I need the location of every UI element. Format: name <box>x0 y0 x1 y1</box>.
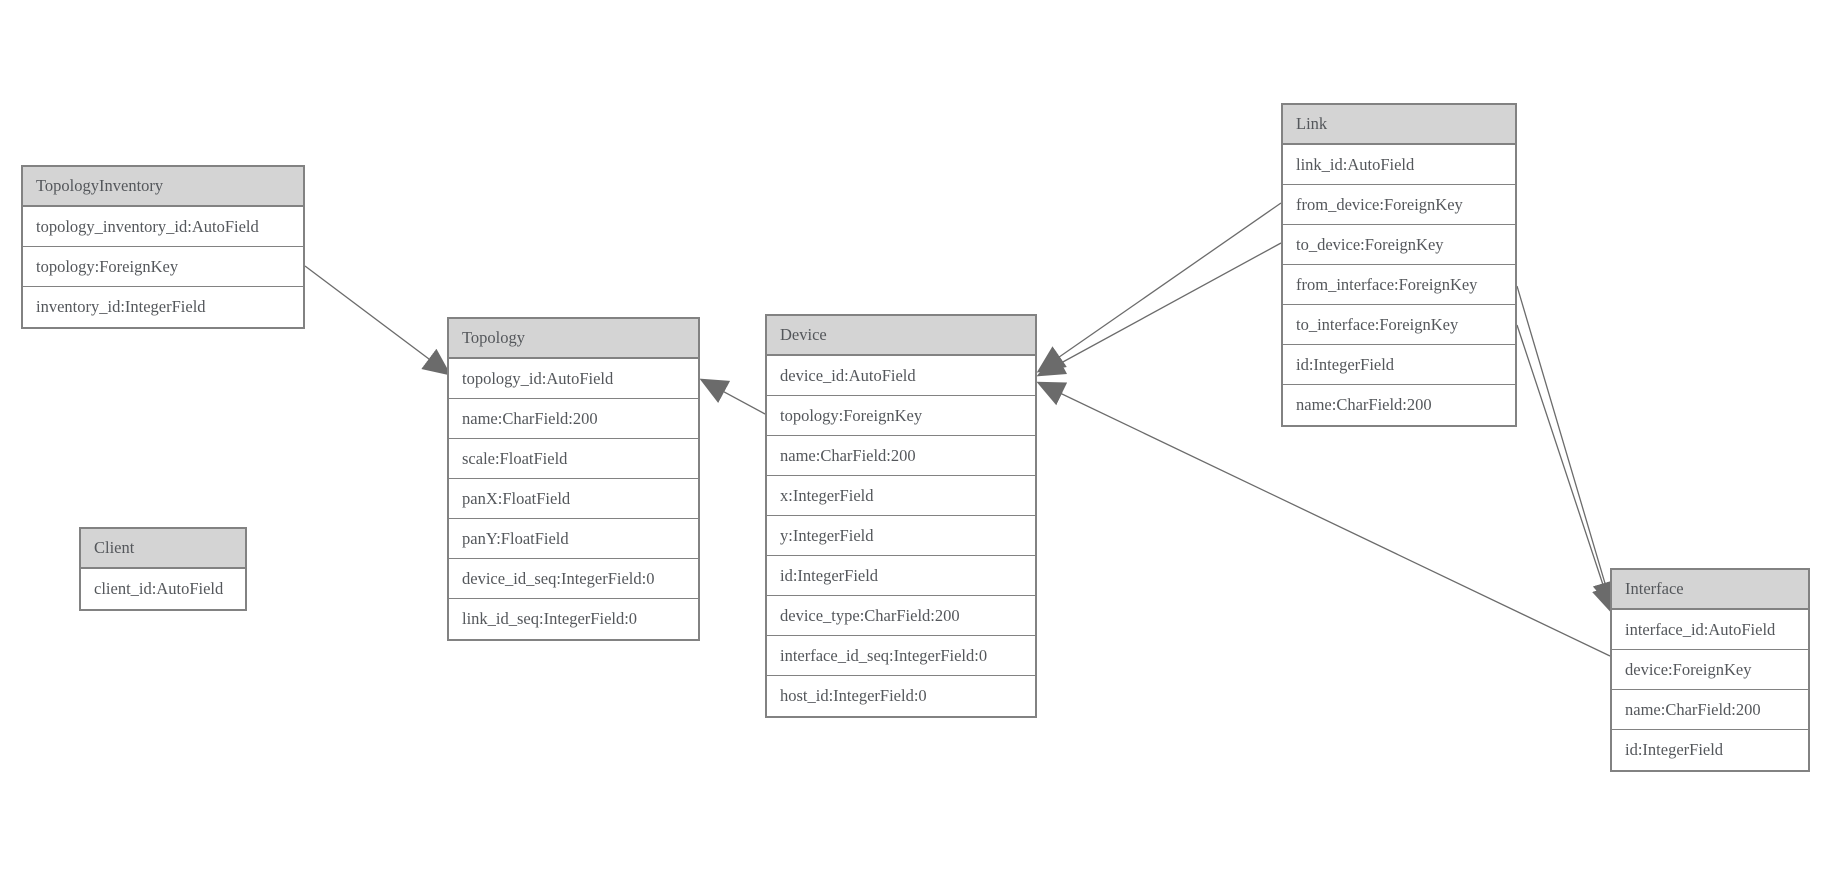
entity-field-row: topology_inventory_id:AutoField <box>23 207 303 247</box>
entity-field-row: from_interface:ForeignKey <box>1283 265 1515 305</box>
entity-field-row: device:ForeignKey <box>1612 650 1808 690</box>
entity-field-row: id:IntegerField <box>1283 345 1515 385</box>
entity-field-row: interface_id_seq:IntegerField:0 <box>767 636 1035 676</box>
entity-title: Topology <box>449 319 698 359</box>
entity-title: TopologyInventory <box>23 167 303 207</box>
entity-field-row: topology:ForeignKey <box>23 247 303 287</box>
entity-field-row: name:CharField:200 <box>449 399 698 439</box>
entity-field-row: name:CharField:200 <box>767 436 1035 476</box>
entity-field-row: name:CharField:200 <box>1612 690 1808 730</box>
entity-field-row: scale:FloatField <box>449 439 698 479</box>
entity-field-row: y:IntegerField <box>767 516 1035 556</box>
entity-field-row: host_id:IntegerField:0 <box>767 676 1035 716</box>
entity-field-row: device_type:CharField:200 <box>767 596 1035 636</box>
entity-field-row: device_id:AutoField <box>767 356 1035 396</box>
entity-field-row: id:IntegerField <box>767 556 1035 596</box>
entity-field-row: to_device:ForeignKey <box>1283 225 1515 265</box>
entity-field-row: interface_id:AutoField <box>1612 610 1808 650</box>
entity-field-row: link_id_seq:IntegerField:0 <box>449 599 698 639</box>
entity-field-row: panX:FloatField <box>449 479 698 519</box>
entity-title: Link <box>1283 105 1515 145</box>
entity-field-row: client_id:AutoField <box>81 569 245 609</box>
entity-title: Client <box>81 529 245 569</box>
entity-field-row: link_id:AutoField <box>1283 145 1515 185</box>
entity-field-row: inventory_id:IntegerField <box>23 287 303 327</box>
entity-field-row: name:CharField:200 <box>1283 385 1515 425</box>
entity-title: Interface <box>1612 570 1808 610</box>
entity-field-row: id:IntegerField <box>1612 730 1808 770</box>
entity-field-row: to_interface:ForeignKey <box>1283 305 1515 345</box>
entity-field-row: from_device:ForeignKey <box>1283 185 1515 225</box>
entity-title: Device <box>767 316 1035 356</box>
entity-field-row: panY:FloatField <box>449 519 698 559</box>
entity-field-row: topology:ForeignKey <box>767 396 1035 436</box>
entity-field-row: device_id_seq:IntegerField:0 <box>449 559 698 599</box>
entity-field-row: x:IntegerField <box>767 476 1035 516</box>
entity-field-row: topology_id:AutoField <box>449 359 698 399</box>
